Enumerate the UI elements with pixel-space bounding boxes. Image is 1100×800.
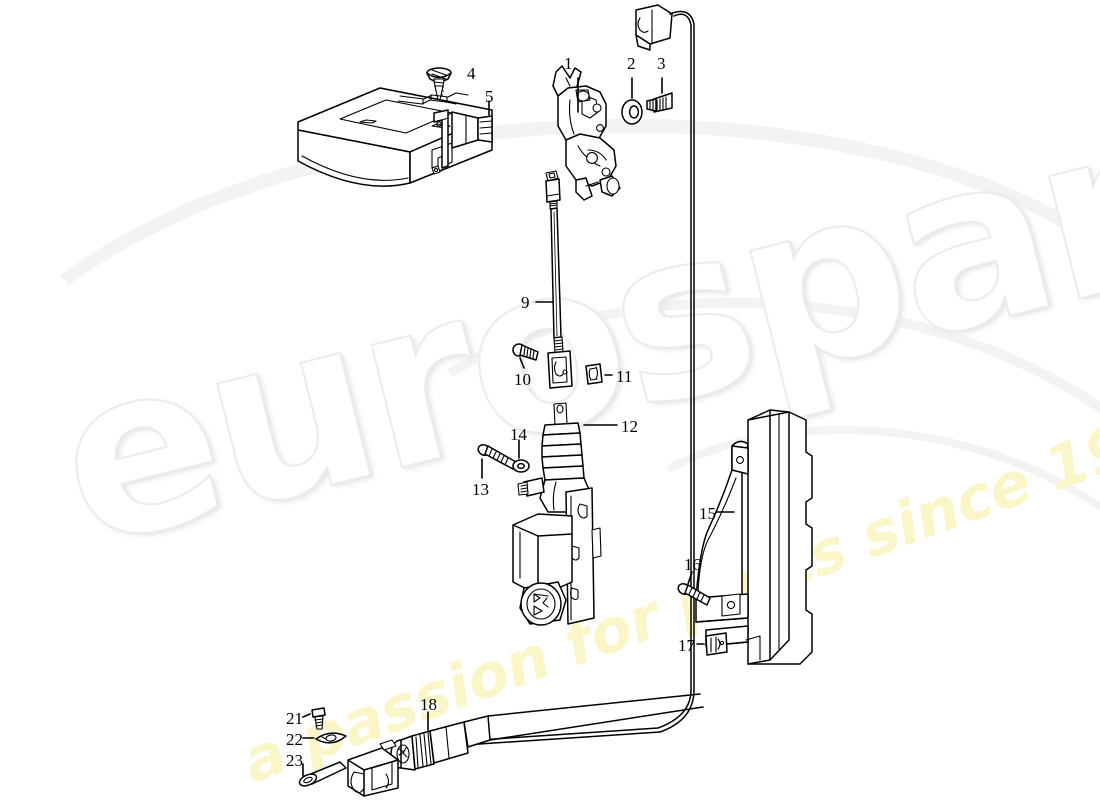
actuator-bellows xyxy=(541,422,585,481)
leader-line-10 xyxy=(519,357,525,369)
callout-21: 21 xyxy=(286,709,303,728)
part-16-fastening-screw xyxy=(677,582,711,606)
leader-line-21 xyxy=(302,713,311,718)
callout-15: 15 xyxy=(699,504,716,523)
callout-12: 12 xyxy=(621,417,638,436)
callout-16: 16 xyxy=(684,555,701,574)
callout-5: 5 xyxy=(485,87,494,106)
part-9-actuating-rod xyxy=(545,170,573,389)
control-unit-module xyxy=(297,87,493,187)
callout-11: 11 xyxy=(616,367,633,386)
callout-14: 14 xyxy=(510,425,527,444)
part-18-cable-connector xyxy=(390,693,704,771)
callout-10: 10 xyxy=(514,370,531,389)
callout-22: 22 xyxy=(286,730,303,749)
part-21-pan-head-screw xyxy=(311,707,326,730)
leader-line-16 xyxy=(687,571,693,585)
part-2-washer xyxy=(621,99,643,125)
part-1-lock-latch xyxy=(552,65,621,201)
callout-2: 2 xyxy=(627,54,636,73)
part-12-actuator xyxy=(512,402,602,626)
part-15-door-panel xyxy=(695,409,813,665)
part-14-washer-small xyxy=(512,459,530,473)
part-3-screw xyxy=(646,92,673,113)
part-23-cable-clamp xyxy=(298,739,399,797)
callout-1: 1 xyxy=(564,54,573,73)
part-10-clamping-screw xyxy=(512,343,539,361)
part-17-expanding-nut xyxy=(705,632,728,656)
callout-18: 18 xyxy=(420,695,437,714)
callout-13: 13 xyxy=(472,480,489,499)
callout-3: 3 xyxy=(657,54,666,73)
cable-hook-retainer xyxy=(635,4,695,691)
callout-9: 9 xyxy=(521,293,530,312)
callout-4: 4 xyxy=(467,64,476,83)
callout-17: 17 xyxy=(678,636,695,655)
part-11-retaining-clip xyxy=(585,363,603,385)
part-13-oval-head-screw xyxy=(477,444,517,470)
callout-23: 23 xyxy=(286,751,303,770)
part-22-spring-washer xyxy=(315,732,347,744)
part-5-connector xyxy=(451,111,493,149)
